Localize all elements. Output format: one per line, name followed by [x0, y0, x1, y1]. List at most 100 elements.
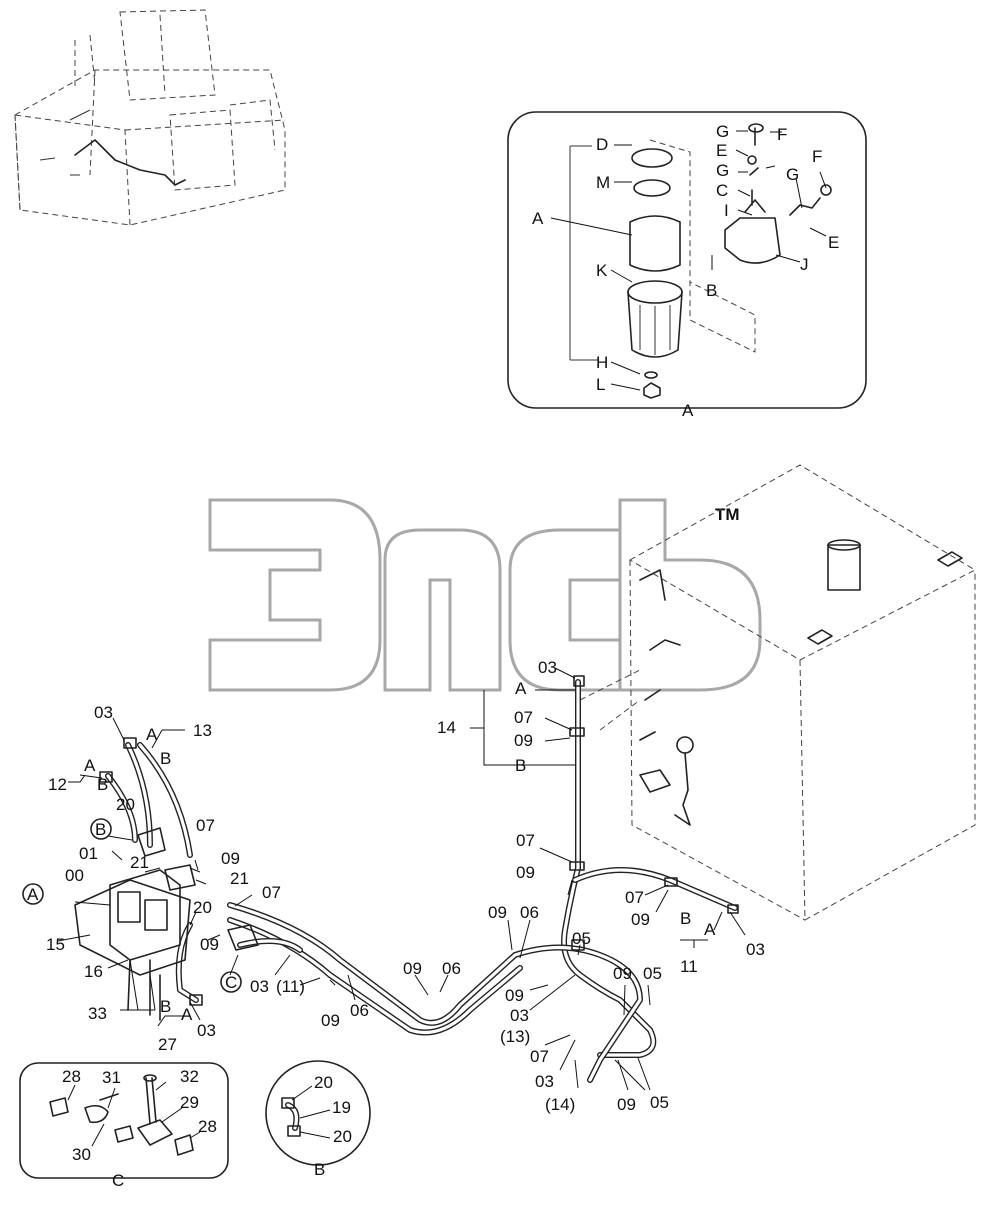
- label-29: 29: [180, 1093, 199, 1112]
- label-b-12: B: [97, 775, 108, 794]
- label-05-b: 05: [643, 964, 662, 983]
- detail-a-title: A: [682, 401, 694, 420]
- label-12: 12: [48, 775, 67, 794]
- label-09-d: 09: [200, 935, 219, 954]
- label-c-circled: C: [225, 973, 237, 992]
- label-03-a: 03: [538, 658, 557, 677]
- label-20-a: 20: [116, 795, 135, 814]
- detail-a-labels: D M A K H L G F E G C I G F E J B: [532, 122, 839, 394]
- label-b-27: B: [160, 997, 171, 1016]
- label-19: 19: [332, 1098, 351, 1117]
- detail-c-labels: 28 31 32 29 30 28: [62, 1067, 217, 1164]
- label-a-13: A: [146, 725, 158, 744]
- label-16: 16: [84, 962, 103, 981]
- label-e-2: E: [828, 233, 839, 252]
- label-e: E: [716, 141, 727, 160]
- label-a-circled: A: [27, 885, 39, 904]
- label-a-14: A: [515, 679, 527, 698]
- label-d: D: [596, 135, 608, 154]
- label-g: G: [716, 122, 729, 141]
- label-13: 13: [193, 721, 212, 740]
- label-00: 00: [65, 866, 84, 885]
- main-leaders: [57, 667, 746, 1091]
- label-a-11: A: [704, 920, 716, 939]
- label-15: 15: [46, 935, 65, 954]
- label-09-h: 09: [505, 986, 524, 1005]
- label-03-e: 03: [510, 1006, 529, 1025]
- label-03-b: 03: [94, 703, 113, 722]
- label-b: B: [706, 281, 717, 300]
- label-07-e: 07: [530, 1047, 549, 1066]
- label-f: F: [777, 125, 787, 144]
- label-11-paren: (11): [276, 977, 305, 996]
- label-28-a: 28: [62, 1067, 81, 1086]
- label-a-27: A: [181, 1005, 193, 1024]
- detail-b-frame: B: [265, 1060, 371, 1179]
- label-05-a: 05: [572, 929, 591, 948]
- label-20-d: 20: [333, 1127, 352, 1146]
- label-07-c: 07: [196, 816, 215, 835]
- label-20-b: 20: [193, 898, 212, 917]
- label-03-f: 03: [535, 1072, 554, 1091]
- label-28-b: 28: [198, 1117, 217, 1136]
- valve-block-icon: [74, 827, 259, 1021]
- label-09-i: 09: [613, 964, 632, 983]
- label-07-d: 07: [262, 883, 281, 902]
- label-09-f: 09: [403, 959, 422, 978]
- detail-c-parts-icon: [49, 1074, 201, 1156]
- circled-callouts: [22, 818, 242, 993]
- label-09-c: 09: [221, 849, 240, 868]
- label-c: C: [716, 181, 728, 200]
- label-09-a: 09: [514, 731, 533, 750]
- hose-clamp-icon: [99, 675, 739, 1006]
- label-a: A: [532, 209, 544, 228]
- label-33: 33: [88, 1004, 107, 1023]
- fuel-tank-icon: [579, 464, 977, 921]
- label-k: K: [596, 261, 608, 280]
- label-j: J: [800, 255, 809, 274]
- label-06-b: 06: [442, 959, 461, 978]
- label-32: 32: [180, 1067, 199, 1086]
- label-09-e: 09: [321, 1011, 340, 1030]
- label-20-c: 20: [314, 1073, 333, 1092]
- label-03-d: 03: [197, 1021, 216, 1040]
- label-14: 14: [437, 718, 456, 737]
- trademark-text: TM: [715, 505, 740, 524]
- label-09-g: 09: [488, 903, 507, 922]
- label-30: 30: [72, 1145, 91, 1164]
- label-b-11: B: [680, 909, 691, 928]
- detail-b-labels: 20 19 20: [314, 1073, 352, 1146]
- excavator-overview-icon: [14, 9, 286, 226]
- label-09-j: 09: [631, 910, 650, 929]
- label-14-paren: (14): [545, 1095, 575, 1114]
- main-labels: 03 A 14 B 07 09 07 09 03 A 13 12 A B B 2…: [27, 658, 765, 1114]
- label-11: 11: [680, 957, 698, 976]
- label-01: 01: [79, 844, 98, 863]
- label-06-c: 06: [520, 903, 539, 922]
- label-03-g: 03: [746, 940, 765, 959]
- label-i: I: [724, 201, 729, 220]
- label-31: 31: [102, 1068, 121, 1087]
- watermark-logo: TM: [208, 498, 762, 692]
- label-09-b: 09: [516, 863, 535, 882]
- label-27: 27: [158, 1035, 177, 1054]
- label-b-14: B: [515, 756, 526, 775]
- label-07-b: 07: [516, 831, 535, 850]
- detail-b-title: B: [314, 1160, 325, 1179]
- detail-a-frame: A: [507, 111, 867, 420]
- label-13-paren: (13): [500, 1027, 530, 1046]
- label-h: H: [596, 353, 608, 372]
- label-f-2: F: [812, 147, 822, 166]
- detail-c-title: C: [112, 1171, 124, 1190]
- label-b-13: B: [160, 749, 171, 768]
- label-m: M: [596, 173, 610, 192]
- label-06-a: 06: [350, 1001, 369, 1020]
- detail-a-leaders: [550, 130, 827, 391]
- label-05-c: 05: [650, 1093, 669, 1112]
- label-03-c: 03: [250, 977, 269, 996]
- label-07-a: 07: [514, 708, 533, 727]
- label-a-12: A: [84, 756, 96, 775]
- detail-b-parts-icon: [281, 1085, 331, 1139]
- label-l: L: [596, 375, 605, 394]
